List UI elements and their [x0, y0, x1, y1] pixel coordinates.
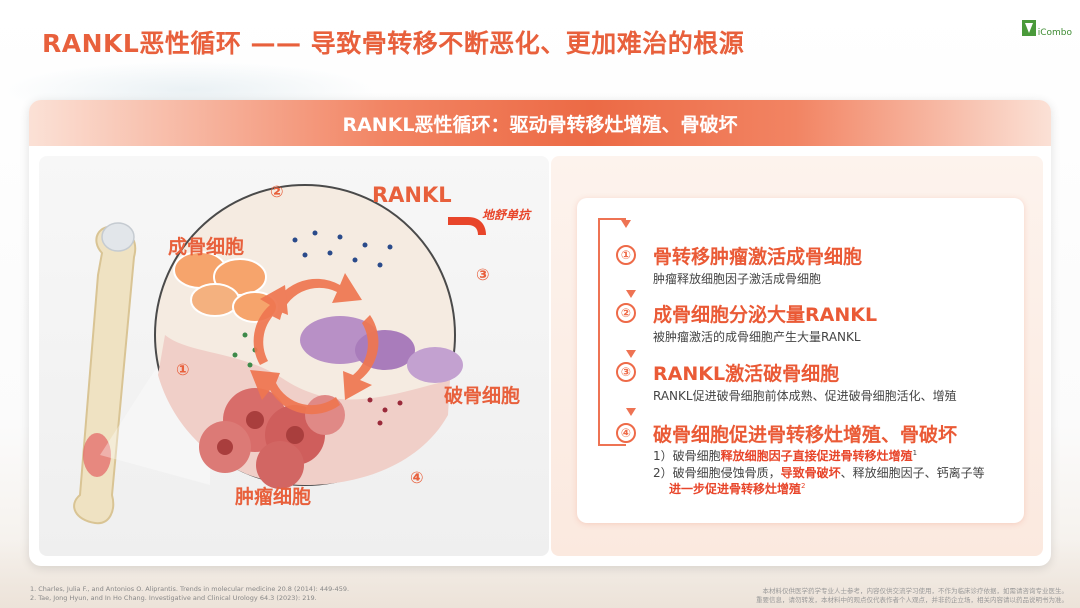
- disclaimer-2: 重要信息，请勿转发，本材料中的观点仅代表作者个人观点，并非药企立场，相关内容请以…: [756, 596, 1068, 604]
- step-4-title: 破骨细胞促进骨转移灶增殖、骨破坏: [653, 424, 958, 446]
- tumor-cells: [199, 388, 345, 489]
- loop-arrow-3: [626, 350, 636, 358]
- loop-arrow-4: [626, 408, 636, 416]
- step-3-desc: RANKL促进破骨细胞前体成熟、促进破骨细胞活化、增殖: [653, 389, 957, 403]
- loop-line-left: [598, 218, 626, 446]
- label-osteoclast: 破骨细胞: [444, 385, 521, 407]
- step-4-sub-2: 2）破骨细胞侵蚀骨质，导致骨破坏、释放细胞因子、钙离子等: [653, 466, 985, 480]
- steps-box: [577, 198, 1024, 523]
- step-4-number: ④: [616, 423, 636, 443]
- icombo-logo-icon: [1022, 20, 1036, 36]
- cycle-arrows: [250, 273, 379, 415]
- step-1-number: ①: [616, 245, 636, 265]
- label-drug: 地舒单抗: [482, 208, 531, 222]
- step-1-title: 骨转移肿瘤激活成骨细胞: [653, 246, 863, 268]
- marker-4: ④: [410, 468, 424, 487]
- step-3-number: ③: [616, 362, 636, 382]
- osteoclast-cells: [300, 316, 463, 383]
- step-2-title: 成骨细胞分泌大量RANKL: [653, 304, 878, 326]
- step-2-desc: 被肿瘤激活的成骨细胞产生大量RANKL: [653, 330, 861, 344]
- label-tumor: 肿瘤细胞: [235, 486, 312, 508]
- step-3-title: RANKL激活破骨细胞: [653, 363, 840, 385]
- step-4-sub-3: 进一步促进骨转移灶增殖2: [669, 482, 806, 496]
- label-osteoblast: 成骨细胞: [168, 236, 245, 258]
- circle-step-markers: ② ③ ① ④: [176, 182, 490, 487]
- footnote-2: 2. Tae, Jong Hyun, and In Ho Chang. Inve…: [30, 594, 317, 602]
- marker-3: ③: [476, 265, 490, 284]
- femur-bone-illustration: [73, 222, 137, 525]
- marker-2: ②: [270, 182, 284, 201]
- rankl-molecules: [292, 230, 393, 268]
- card-header: RANKL恶性循环：驱动骨转移灶增殖、骨破坏: [29, 100, 1051, 146]
- marker-1: ①: [176, 360, 190, 379]
- logo-text: iCombo: [1037, 28, 1072, 38]
- page-title: RANKL恶性循环 —— 导致骨转移不断恶化、更加难治的根源: [42, 29, 745, 58]
- osteoblast-cells: [173, 251, 278, 323]
- loop-arrow-2: [626, 290, 636, 298]
- step-2-number: ②: [616, 303, 636, 323]
- card-title: RANKL恶性循环：驱动骨转移灶增殖、骨破坏: [342, 114, 738, 136]
- loop-arrow-1: [621, 220, 631, 228]
- footnote-1: 1. Charles, Julia F., and Antonios O. Al…: [30, 585, 350, 593]
- step-4-sub-1: 1）破骨细胞释放细胞因子直接促进骨转移灶增殖1: [653, 449, 918, 463]
- step-1-desc: 肿瘤释放细胞因子激活成骨细胞: [653, 272, 822, 286]
- calcium-molecules: [367, 397, 403, 426]
- rankl-cycle-illustration: ② ③ ① ④: [73, 182, 490, 525]
- disclaimer-1: 本材料仅供医学药学专业人士参考，内容仅供交流学习使用，不作为临床诊疗依据，如需请…: [762, 587, 1069, 595]
- label-rankl: RANKL: [372, 183, 452, 207]
